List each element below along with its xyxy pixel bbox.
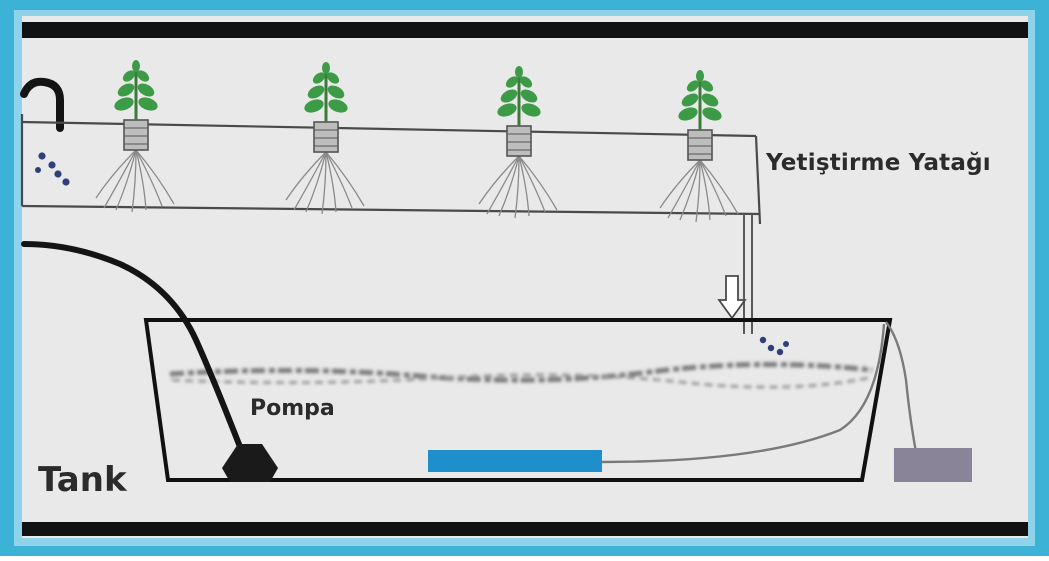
top-bar (22, 22, 1028, 38)
water-drop-icon (759, 336, 789, 356)
air-line-outside (885, 321, 918, 453)
tank-label: Tank (38, 460, 127, 500)
water-surface (169, 361, 873, 389)
water-drop-icon (35, 152, 70, 186)
return-hose (21, 241, 245, 455)
pump-label: Pompa (250, 396, 335, 421)
inlet-faucet (20, 77, 64, 132)
bottom-bar (22, 522, 1028, 536)
tank-outline (143, 318, 893, 482)
plant-icon (659, 70, 739, 223)
heater-icon (428, 450, 602, 472)
pump-icon (222, 444, 278, 482)
plant-icon (478, 66, 558, 219)
air-line (601, 323, 886, 464)
plant-icon (95, 60, 175, 213)
grow-bed-label: Yetiştirme Yatağı (766, 150, 991, 176)
drain-pipe (743, 214, 753, 334)
air-stone-icon (894, 448, 972, 482)
down-arrow-icon (717, 275, 747, 320)
plant-icon (285, 62, 365, 215)
